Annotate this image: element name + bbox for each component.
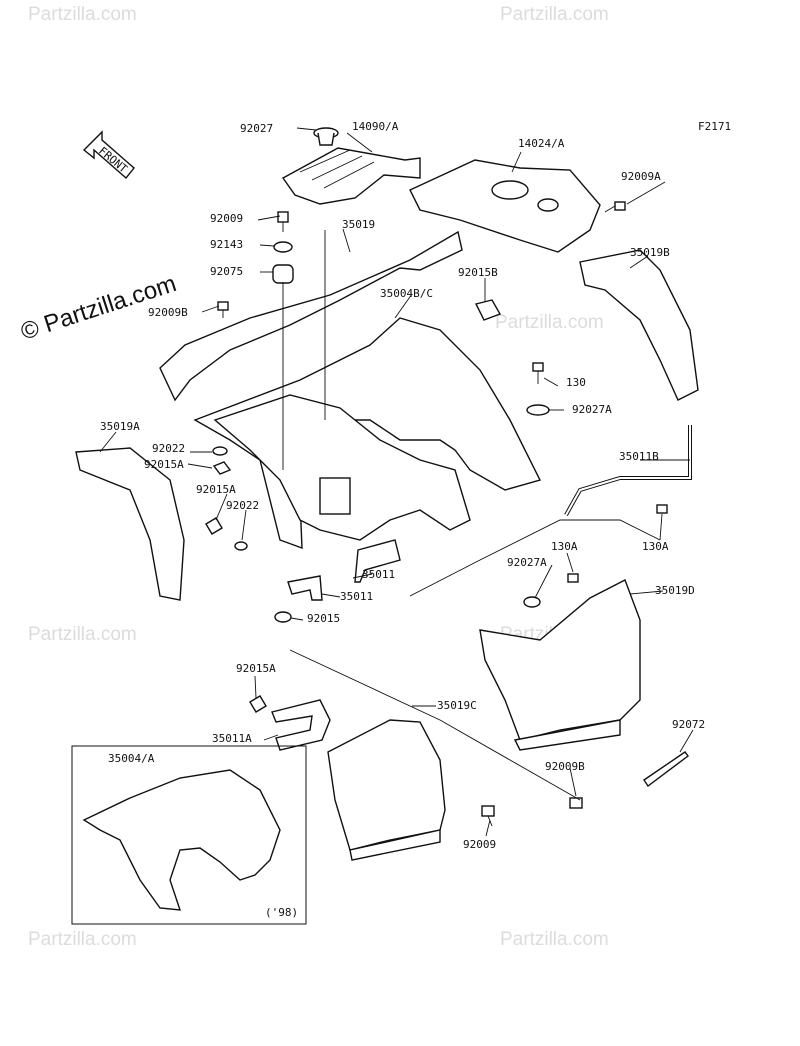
part-92022-washer2 [234, 541, 248, 551]
part-92027 [313, 127, 339, 146]
callout-35011-2: 35011 [340, 590, 373, 603]
part-92027a [526, 404, 550, 416]
part-14024a [409, 159, 601, 253]
part-35019d [479, 579, 641, 751]
part-14090a [281, 147, 421, 205]
part-92009 [277, 211, 289, 232]
part-92009-lower [481, 805, 495, 827]
watermark-text: Partzilla.com [28, 4, 137, 25]
part-92009a [604, 201, 626, 213]
callout-130: 130 [566, 376, 586, 389]
callout-92143: 92143 [210, 238, 243, 251]
callout-92072: 92072 [672, 718, 705, 731]
callout-92027a: 92027A [572, 403, 612, 416]
callout-35011: 35011 [362, 568, 395, 581]
part-92072 [643, 751, 689, 788]
part-35019a [75, 447, 185, 601]
callout-labels: 92027 14090/A 14024/A 92009A 92009 35019… [100, 120, 705, 919]
part-35011-2 [287, 575, 323, 601]
callout-92022: 92022 [152, 442, 185, 455]
callout-92009: 92009 [210, 212, 243, 225]
part-35011a [271, 699, 331, 751]
callout-92015a-2: 92015A [196, 483, 236, 496]
figure-code: F2171 [698, 120, 731, 133]
part-35004bc [193, 317, 542, 550]
callout-92015a: 92015A [144, 458, 184, 471]
callout-92015a-3: 92015A [236, 662, 276, 675]
part-92009b-lower [569, 797, 583, 809]
callout-130a-2: 130A [642, 540, 669, 553]
part-92009b [217, 301, 229, 318]
callout-92022-2: 92022 [226, 499, 259, 512]
callout-35004a: 35004/A [108, 752, 155, 765]
part-130a-2 [656, 504, 668, 514]
part-92015 [274, 611, 292, 623]
part-35019b [579, 249, 699, 401]
part-130 [532, 362, 544, 384]
inset-year-label: ('98) [265, 906, 298, 919]
part-35011 [354, 539, 401, 583]
callout-35019: 35019 [342, 218, 375, 231]
part-92022 [212, 446, 228, 456]
callout-35019c: 35019C [437, 699, 477, 712]
callout-92009b-2: 92009B [545, 760, 585, 773]
callout-35019d: 35019D [655, 584, 695, 597]
callout-35019a: 35019A [100, 420, 140, 433]
callout-35019b: 35019B [630, 246, 670, 259]
part-92075 [272, 264, 294, 284]
part-35019c [327, 719, 446, 861]
part-92015b [474, 299, 502, 321]
part-92015a-lower [249, 695, 267, 713]
inset-98 [71, 745, 307, 925]
callout-35011b: 35011B [619, 450, 659, 463]
callout-92015b: 92015B [458, 266, 498, 279]
part-35011b [564, 425, 692, 516]
callout-92009b: 92009B [148, 306, 188, 319]
front-arrow-icon: FRONT [82, 130, 135, 180]
callout-35004bc: 35004B/C [380, 287, 433, 300]
callout-130a: 130A [551, 540, 578, 553]
part-92015a-nut2 [205, 517, 223, 535]
leader-lines [99, 127, 694, 837]
part-130a [567, 573, 579, 583]
part-92015a-nut [212, 461, 232, 475]
watermark-text: Partzilla.com [500, 4, 609, 25]
callout-92027a-2: 92027A [507, 556, 547, 569]
callout-92015: 92015 [307, 612, 340, 625]
watermark-text: Partzilla.com [28, 929, 137, 950]
callout-92027: 92027 [240, 122, 273, 135]
callout-14024a: 14024/A [518, 137, 565, 150]
watermark-text: Partzilla.com [495, 312, 604, 333]
part-35019 [159, 230, 463, 402]
watermark-text: Partzilla.com [28, 624, 137, 645]
callout-14090a: 14090/A [352, 120, 399, 133]
callout-92009-3: 92009 [463, 838, 496, 851]
callout-92009a: 92009A [621, 170, 661, 183]
callout-92075: 92075 [210, 265, 243, 278]
part-92143 [273, 241, 293, 253]
watermark-text: Partzilla.com [500, 929, 609, 950]
part-92027a-lower [523, 596, 541, 608]
callout-35011a: 35011A [212, 732, 252, 745]
